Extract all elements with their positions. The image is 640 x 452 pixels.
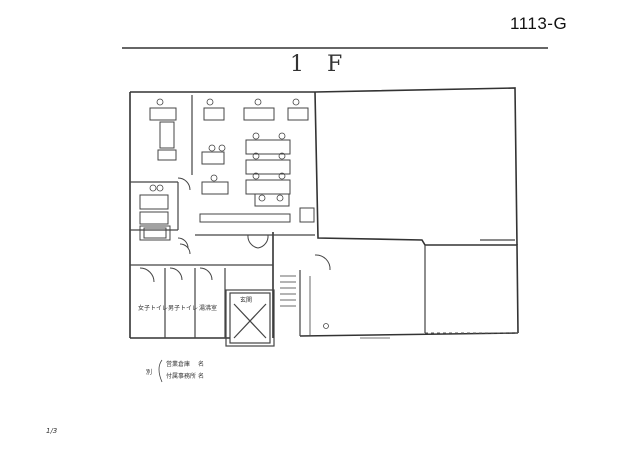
office-desks [149, 107, 315, 223]
outer-walls [129, 87, 519, 339]
legend-line-1-unit: 名 [198, 360, 204, 368]
room-labels: 女子トイレ 男子トイレ 湯沸室 玄関 [138, 296, 252, 312]
warehouse-details [309, 276, 390, 339]
stair-treads [280, 275, 296, 307]
label-restroom-men: 男子トイレ [168, 305, 198, 312]
legend-line-2: 付属事務所 [166, 372, 196, 380]
legend-line-2-unit: 名 [198, 372, 204, 380]
kitchen-fixtures [139, 194, 171, 241]
page-mark: 1/3 [46, 427, 57, 435]
label-kitchenette: 湯沸室 [199, 304, 217, 312]
entrance-block [225, 289, 275, 347]
interior-walls [130, 95, 515, 338]
legend-brace [158, 359, 163, 383]
legend-line-1: 営業倉庫 [166, 360, 190, 368]
desk-chairs [149, 98, 300, 202]
reference-code: 1113-G [510, 14, 568, 33]
door-swings [139, 177, 331, 283]
label-entrance: 玄関 [240, 296, 252, 304]
legend-prefix: 別 [146, 368, 152, 376]
label-restroom-women: 女子トイレ [138, 304, 168, 312]
legend-note: 別 営業倉庫 名 付属事務所 名 [146, 359, 204, 383]
floor-label: 1 F [290, 52, 351, 77]
